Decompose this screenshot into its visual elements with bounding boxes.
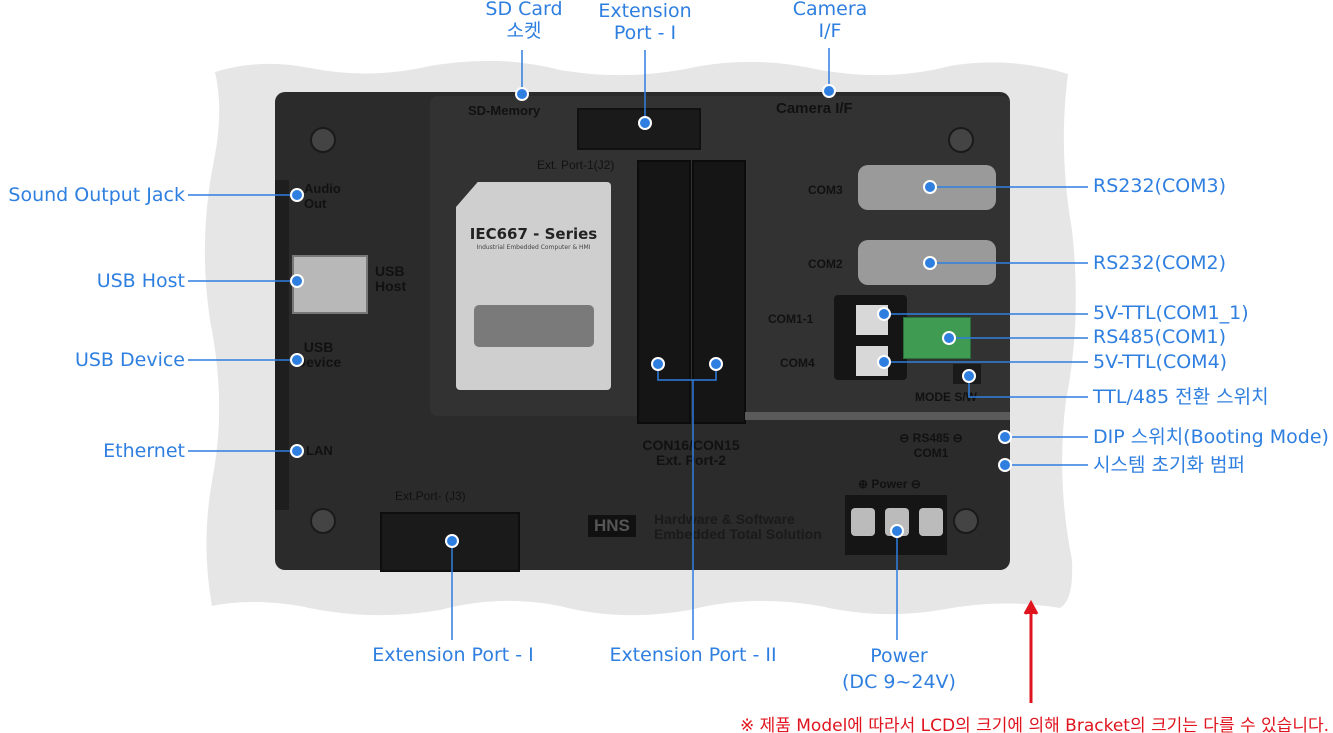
slogan-1: Hardware & Software	[654, 511, 795, 527]
rs485-com1-text: ⊖ RS485 ⊖COM1	[876, 431, 986, 461]
screw-icon	[953, 508, 979, 534]
screw-icon	[310, 127, 336, 153]
ext-port1-line2: Port - I	[613, 22, 677, 44]
callout-usb-host: USB Host	[96, 270, 185, 292]
screw-icon	[948, 127, 974, 153]
camera-line1: Camera	[792, 0, 868, 20]
red-arrow-icon	[1023, 599, 1039, 703]
callout-com3: RS232(COM3)	[1093, 175, 1227, 197]
card-title: IEC667 - Series	[469, 225, 598, 243]
sd-card-line2: 소켓	[506, 20, 542, 42]
ext-port1-header	[577, 108, 701, 150]
callout-ext-port1-bottom: Extension Port - I	[372, 644, 534, 666]
callout-com1-1: 5V-TTL(COM1_1)	[1093, 302, 1249, 324]
usb-host-text-2: Host	[375, 278, 407, 294]
rs485-text: ⊖ RS485 ⊖	[899, 431, 963, 445]
ext-port-j3-text: Ext.Port- (J3)	[395, 489, 466, 503]
bracket-size-note: ※ 제품 Model에 따라서 LCD의 크기에 의해 Bracket의 크기는…	[739, 716, 1329, 733]
sd-memory-text: SD-Memory	[468, 103, 541, 118]
callout-reset: 시스템 초기화 범퍼	[1093, 454, 1245, 476]
mode-sw-text: MODE S/W	[915, 390, 977, 404]
usb-dev-text-2: Device	[296, 354, 342, 370]
com3-text: COM3	[808, 183, 843, 197]
callout-power: Power (DC 9~24V)	[842, 643, 956, 695]
callout-dip: DIP 스위치(Booting Mode)	[1093, 426, 1329, 448]
ext-port2-text: Ext. Port-2	[655, 452, 726, 468]
camera-if-text: Camera I/F	[776, 100, 853, 117]
product-label: IEC667 - Series Industrial Embedded Comp…	[456, 182, 611, 390]
callout-ethernet: Ethernet	[103, 440, 185, 462]
power-screw-icon	[919, 508, 943, 536]
com4-text: COM4	[780, 356, 815, 370]
audio-text-2: Out	[304, 196, 327, 211]
camera-line2: I/F	[818, 20, 842, 42]
rs485-terminal	[903, 317, 971, 359]
usb-host-text-1: USB	[375, 263, 405, 279]
ext-port1-line1: Extension	[598, 0, 692, 22]
con-text: CON16/CON15	[642, 437, 740, 453]
screw-icon	[310, 508, 336, 534]
con15-connector	[692, 160, 746, 424]
callout-rs485: RS485(COM1)	[1093, 326, 1227, 348]
divider-ridge	[745, 412, 1010, 420]
slogan-2: Embedded Total Solution	[654, 526, 822, 542]
callout-com4: 5V-TTL(COM4)	[1093, 351, 1228, 373]
com1-text: COM1	[913, 446, 949, 460]
power-screw-icon	[851, 508, 875, 536]
hns-logo: HNS	[588, 515, 636, 537]
com2-text: COM2	[808, 257, 843, 271]
callout-sound: Sound Output Jack	[8, 184, 185, 206]
card-window	[474, 305, 594, 347]
callout-ext-port2: Extension Port - II	[609, 644, 777, 666]
usb-dev-text-1: USB	[303, 339, 334, 355]
power-line1: Power	[870, 645, 928, 667]
power-text: ⊕ Power ⊖	[858, 477, 921, 491]
card-subtitle: Industrial Embedded Computer & HMI	[476, 244, 591, 251]
audio-text-1: Audio	[304, 181, 341, 196]
usb-host-port	[292, 255, 368, 314]
sd-card-line1: SD Card	[485, 0, 563, 20]
callout-usb-device: USB Device	[74, 349, 185, 371]
com1-1-text: COM1-1	[768, 312, 814, 326]
power-line2: (DC 9~24V)	[842, 671, 956, 693]
callout-mode-switch: TTL/485 전환 스위치	[1093, 386, 1269, 408]
lan-text: LAN	[306, 443, 333, 458]
ext-port1-j2-text: Ext. Port-1(J2)	[537, 158, 615, 172]
left-edge	[275, 180, 289, 510]
callout-com2: RS232(COM2)	[1093, 252, 1227, 274]
